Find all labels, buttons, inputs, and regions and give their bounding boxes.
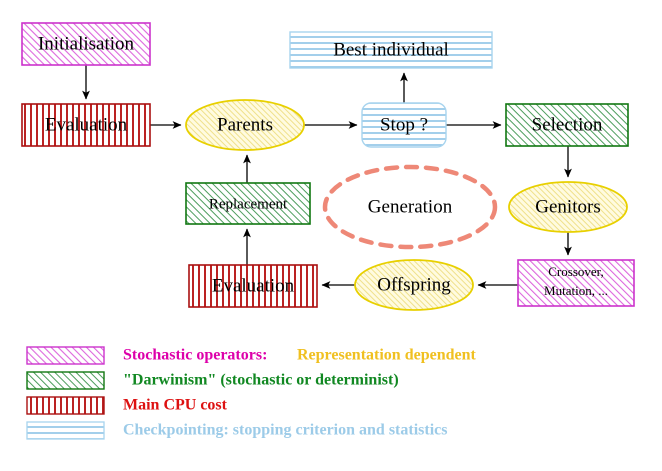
best-individual-box[interactable] xyxy=(289,31,493,69)
replacement-label: Replacement xyxy=(209,196,288,212)
best-individual-label: Best individual xyxy=(333,39,449,60)
initialisation-box[interactable] xyxy=(21,22,151,66)
evaluation-bottom-box[interactable] xyxy=(188,264,318,308)
node-offspring[interactable]: Offspring xyxy=(354,259,474,311)
legend-label-representation-dependent: Representation dependent xyxy=(297,347,476,364)
parents-ellipse[interactable] xyxy=(185,99,305,151)
node-initialisation[interactable]: Initialisation xyxy=(21,22,151,66)
node-replacement[interactable]: Replacement xyxy=(185,182,311,225)
stop-box[interactable] xyxy=(361,102,447,148)
legend-label-stochastic-operators: Stochastic operators: xyxy=(123,347,267,364)
generation-dashed-ellipse xyxy=(322,164,498,250)
legend-label-darwinism: "Darwinism" (stochastic or determinist) xyxy=(123,372,399,389)
legend-swatch-green xyxy=(26,371,105,390)
genitors-ellipse[interactable] xyxy=(508,181,628,233)
crossover-mutation-box[interactable] xyxy=(517,259,635,307)
offspring-ellipse[interactable] xyxy=(354,259,474,311)
legend-swatch-magenta xyxy=(26,346,105,365)
selection-box[interactable] xyxy=(505,103,629,147)
replacement-box[interactable] xyxy=(185,182,311,225)
node-best-individual[interactable]: Best individual xyxy=(289,31,493,69)
node-selection[interactable]: Selection xyxy=(505,103,629,147)
legend: Stochastic operators: Representation dep… xyxy=(26,346,476,440)
legend-swatch-blue xyxy=(26,421,105,440)
offspring-label: Offspring xyxy=(377,274,451,295)
crossover-label-line1: Crossover, xyxy=(548,264,603,279)
evaluation-top-box[interactable] xyxy=(21,103,151,147)
legend-label-main-cpu-cost: Main CPU cost xyxy=(123,397,228,414)
legend-item-checkpointing: Checkpointing: stopping criterion and st… xyxy=(26,421,447,440)
legend-item-darwinism: "Darwinism" (stochastic or determinist) xyxy=(26,371,399,390)
node-parents[interactable]: Parents xyxy=(185,99,305,151)
node-evaluation-bottom[interactable]: Evaluation xyxy=(188,264,318,308)
parents-label: Parents xyxy=(217,114,273,135)
legend-item-main-cpu-cost: Main CPU cost xyxy=(26,396,228,415)
node-crossover-mutation[interactable]: Crossover, Mutation, ... xyxy=(517,259,635,307)
stop-label: Stop ? xyxy=(380,114,428,135)
node-genitors[interactable]: Genitors xyxy=(508,181,628,233)
legend-item-stochastic-operators: Stochastic operators: Representation dep… xyxy=(26,346,476,365)
evaluation-top-label: Evaluation xyxy=(45,114,128,135)
legend-swatch-red xyxy=(26,396,105,415)
legend-label-checkpointing: Checkpointing: stopping criterion and st… xyxy=(123,422,447,439)
genitors-label: Genitors xyxy=(535,196,600,217)
node-evaluation-top[interactable]: Evaluation xyxy=(21,103,151,147)
generation-cycle-marker: Generation xyxy=(322,164,498,250)
evaluation-bottom-label: Evaluation xyxy=(212,275,295,296)
edge-layer xyxy=(82,65,572,289)
generation-label: Generation xyxy=(368,196,453,217)
crossover-label-line2: Mutation, ... xyxy=(544,283,608,298)
initialisation-label: Initialisation xyxy=(38,33,135,54)
selection-label: Selection xyxy=(532,114,603,135)
node-stop[interactable]: Stop ? xyxy=(361,102,447,148)
